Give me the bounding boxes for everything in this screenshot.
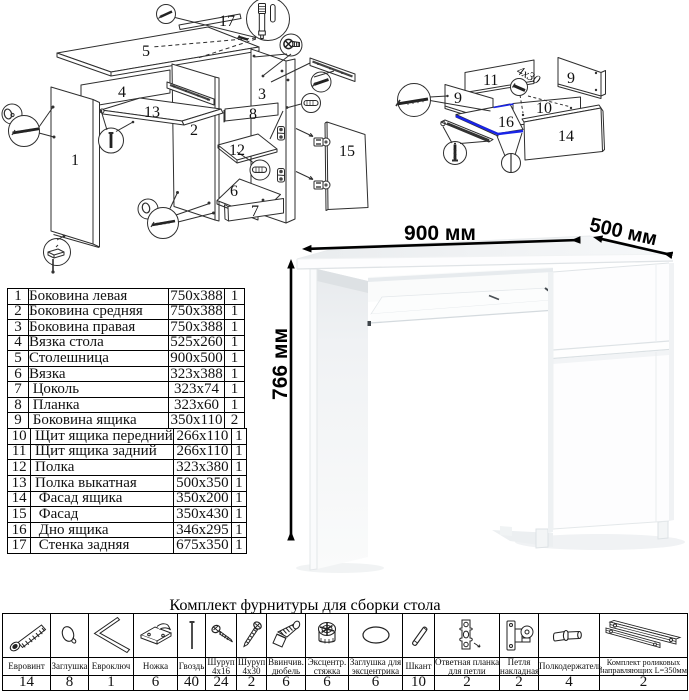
svg-text:11: 11 xyxy=(483,72,498,89)
svg-text:13: 13 xyxy=(144,104,160,121)
svg-text:10: 10 xyxy=(536,100,552,117)
svg-text:17: 17 xyxy=(219,13,235,30)
svg-text:3: 3 xyxy=(258,86,266,103)
svg-text:2: 2 xyxy=(190,122,198,139)
svg-text:6: 6 xyxy=(230,183,238,200)
svg-text:8: 8 xyxy=(249,106,257,123)
svg-text:12: 12 xyxy=(229,142,245,159)
svg-text:1: 1 xyxy=(71,152,79,169)
svg-text:5: 5 xyxy=(142,43,150,60)
svg-text:9: 9 xyxy=(454,90,462,107)
svg-text:766 мм: 766 мм xyxy=(269,328,292,400)
svg-text:900 мм: 900 мм xyxy=(404,222,476,245)
svg-text:9: 9 xyxy=(567,70,575,87)
svg-text:4: 4 xyxy=(118,84,126,101)
svg-text:14: 14 xyxy=(558,128,574,145)
svg-text:15: 15 xyxy=(339,143,355,160)
svg-text:16: 16 xyxy=(498,114,514,131)
svg-text:7: 7 xyxy=(251,203,259,220)
